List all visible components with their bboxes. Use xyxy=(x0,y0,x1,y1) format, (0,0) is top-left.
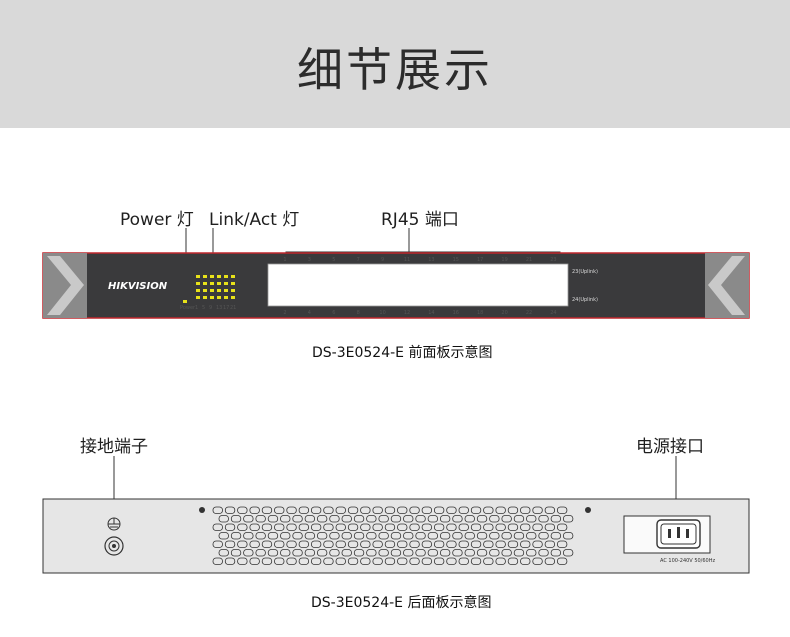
port-number-bottom: 4 xyxy=(308,310,311,316)
port-number-top: 19 xyxy=(501,257,507,263)
port-number-bottom: 12 xyxy=(404,310,410,316)
port-number-top: 13 xyxy=(428,257,434,263)
led-column-number: 17 xyxy=(223,305,229,311)
link-act-led xyxy=(224,275,228,278)
link-act-led-label: Link/Act 灯 xyxy=(209,210,300,230)
link-act-led xyxy=(203,296,207,299)
uplink-24-label: 24(Uplink) xyxy=(572,297,598,303)
link-act-led xyxy=(210,296,214,299)
port-number-top: 9 xyxy=(381,257,384,263)
link-act-led xyxy=(224,296,228,299)
port-number-bottom: 18 xyxy=(477,310,483,316)
right-ear-chevron xyxy=(708,256,745,315)
link-act-led xyxy=(203,275,207,278)
uplink-23-label: 23(Uplink) xyxy=(572,269,598,275)
link-act-led xyxy=(217,275,221,278)
page-title: 细节展示 xyxy=(297,43,493,97)
link-act-led xyxy=(231,282,235,285)
rj45-port-block xyxy=(267,263,569,307)
link-act-led xyxy=(231,289,235,292)
link-act-led xyxy=(210,275,214,278)
power-led xyxy=(183,300,187,303)
power-led-label: Power 灯 xyxy=(120,210,194,230)
rj45-ports-label: RJ45 端口 xyxy=(381,210,459,230)
left-ear-chevron xyxy=(47,256,84,315)
led-column-number: 5 xyxy=(202,305,205,311)
link-act-led xyxy=(217,282,221,285)
link-act-led xyxy=(210,282,214,285)
link-act-led xyxy=(231,275,235,278)
port-number-bottom: 22 xyxy=(526,310,532,316)
port-number-top: 23 xyxy=(550,257,556,263)
port-number-bottom: 20 xyxy=(501,310,507,316)
link-act-led xyxy=(217,289,221,292)
port-number-bottom: 16 xyxy=(453,310,459,316)
port-number-bottom: 24 xyxy=(550,310,556,316)
port-number-bottom: 10 xyxy=(379,310,385,316)
front-panel-caption: DS-3E0524-E 前面板示意图 xyxy=(312,345,493,361)
power-small-label: Power xyxy=(180,305,196,311)
link-act-led xyxy=(231,296,235,299)
ground-terminal-label: 接地端子 xyxy=(80,437,148,457)
link-act-led xyxy=(224,289,228,292)
port-number-top: 15 xyxy=(453,257,459,263)
link-act-led xyxy=(210,289,214,292)
port-number-bottom: 8 xyxy=(357,310,360,316)
port-number-bottom: 2 xyxy=(283,310,286,316)
port-number-top: 7 xyxy=(357,257,360,263)
led-column-number: 21 xyxy=(230,305,236,311)
rear-panel-caption: DS-3E0524-E 后面板示意图 xyxy=(311,595,492,611)
link-act-led xyxy=(196,275,200,278)
port-number-bottom: 14 xyxy=(428,310,434,316)
brand-logo: HIKVISION xyxy=(108,281,168,292)
link-act-led xyxy=(203,282,207,285)
link-act-led xyxy=(203,289,207,292)
link-act-led xyxy=(196,282,200,285)
port-number-top: 5 xyxy=(332,257,335,263)
led-column-number: 13 xyxy=(216,305,222,311)
header-banner: 细节展示 xyxy=(0,0,790,128)
port-number-top: 3 xyxy=(308,257,311,263)
link-act-led xyxy=(196,296,200,299)
port-number-top: 11 xyxy=(404,257,410,263)
led-column-number: 1 xyxy=(195,305,198,311)
link-act-led xyxy=(196,289,200,292)
port-number-top: 21 xyxy=(526,257,532,263)
link-act-led xyxy=(224,282,228,285)
power-port-label: 电源接口 xyxy=(636,437,704,457)
port-number-bottom: 6 xyxy=(332,310,335,316)
led-column-number: 9 xyxy=(209,305,212,311)
port-number-top: 17 xyxy=(477,257,483,263)
link-act-led xyxy=(217,296,221,299)
port-number-top: 1 xyxy=(283,257,286,263)
